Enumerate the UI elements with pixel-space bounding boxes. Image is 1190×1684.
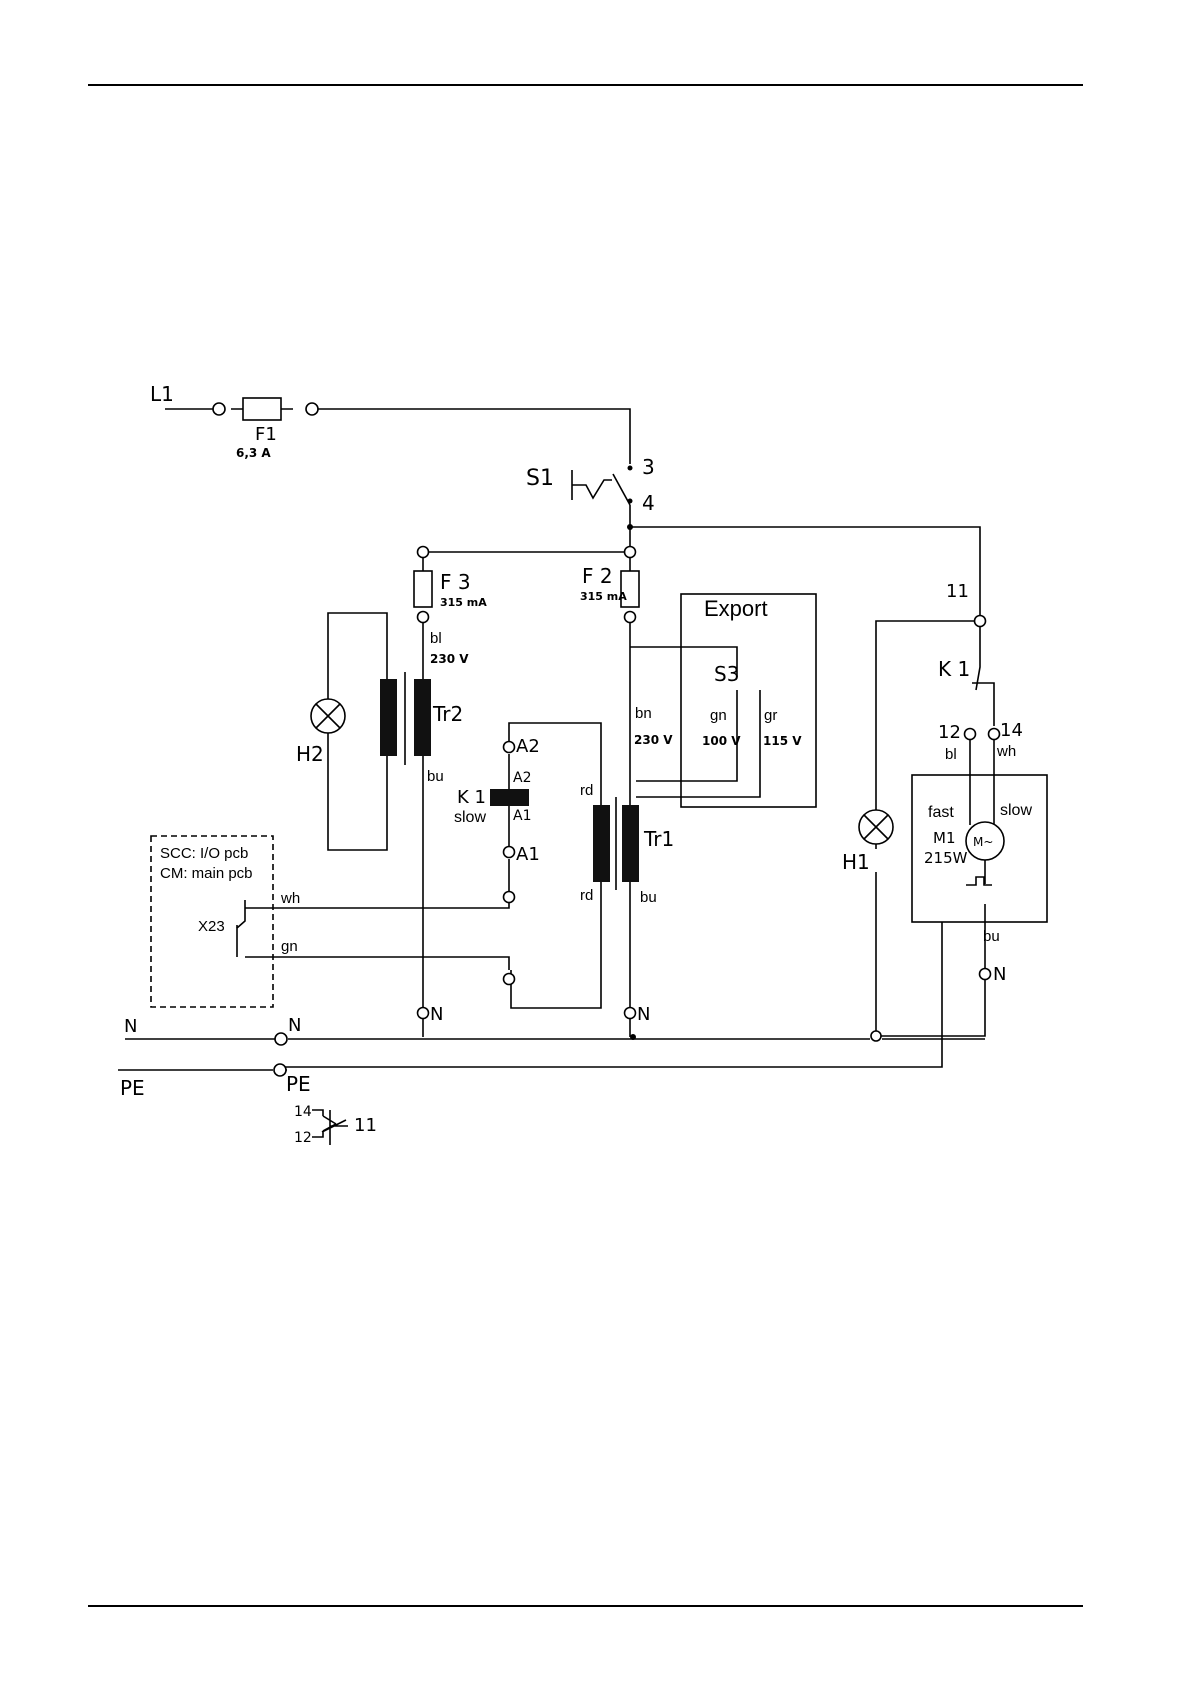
switch-icon (572, 466, 633, 506)
terminal (625, 1008, 636, 1019)
label-s3-100v: 100 V (702, 734, 741, 748)
label-k1-a2-term: A2 (516, 736, 540, 757)
terminal (625, 547, 636, 558)
label-f1-rating: 6,3 A (236, 446, 271, 460)
label-l1: L1 (150, 382, 174, 406)
label-tr2: Tr2 (432, 702, 463, 726)
label-f2: F 2 (582, 564, 613, 588)
label-m1-n: N (993, 964, 1006, 985)
label-k1-a1-coil: A1 (513, 808, 531, 824)
terminal (965, 729, 976, 740)
lamp-icon (311, 699, 345, 733)
terminal (275, 1033, 287, 1045)
terminal (504, 847, 515, 858)
terminal (418, 547, 429, 558)
transformer-icon (380, 672, 431, 765)
label-m1-bu: bu (983, 928, 1000, 945)
label-k1-bl: bl (945, 746, 957, 763)
label-tr1-n: N (637, 1004, 650, 1025)
export-box (681, 594, 816, 807)
contact-legend-icon (312, 1110, 348, 1145)
label-tr1-230v: 230 V (634, 733, 673, 747)
relay-coil-icon (490, 789, 529, 806)
junction-dot (627, 524, 633, 530)
label-k1-11: 11 (946, 581, 969, 602)
label-pe-term: PE (286, 1072, 311, 1096)
label-tr2-bl: bl (430, 630, 442, 647)
label-legend-11: 11 (354, 1115, 377, 1136)
label-pcb-line2: CM: main pcb (160, 865, 253, 882)
label-tr2-n: N (430, 1004, 443, 1025)
label-tr2-230v: 230 V (430, 652, 469, 666)
label-tr1-rd-top: rd (580, 782, 593, 799)
label-s3-gn: gn (710, 707, 727, 724)
terminal (306, 403, 318, 415)
terminal (213, 403, 225, 415)
label-h2: H2 (296, 742, 324, 766)
terminal (274, 1064, 286, 1076)
label-s3-gr: gr (764, 707, 777, 724)
label-f3-rating: 315 mA (440, 596, 487, 609)
label-f1: F1 (255, 424, 277, 445)
label-s3-115v: 115 V (763, 734, 802, 748)
label-x23-wh: wh (280, 890, 300, 907)
label-tr1: Tr1 (643, 827, 674, 851)
label-x23-gn: gn (281, 938, 298, 955)
fuse-icon (243, 398, 281, 420)
label-k1-slow: slow (454, 809, 486, 826)
transformer-icon (593, 797, 639, 890)
label-s1-pos3: 3 (642, 455, 655, 479)
fuse-icon (414, 571, 432, 607)
terminal (504, 892, 515, 903)
label-h1: H1 (842, 850, 870, 874)
label-k1-12: 12 (938, 722, 961, 743)
label-x23: X23 (198, 918, 225, 935)
label-n-rail: N (124, 1016, 137, 1037)
label-pcb-line1: SCC: I/O pcb (160, 845, 248, 862)
label-m1-fast: fast (928, 804, 954, 821)
label-tr2-bu: bu (427, 768, 444, 785)
label-m1-power: 215W (924, 849, 968, 867)
terminal (504, 974, 515, 985)
label-k1-a1-term: A1 (516, 844, 540, 865)
junction-dot (630, 1034, 636, 1040)
terminals (213, 403, 1000, 1076)
label-legend-14: 14 (294, 1104, 312, 1120)
label-legend-12: 12 (294, 1130, 312, 1146)
label-n-term: N (288, 1015, 301, 1036)
terminal (625, 612, 636, 623)
label-f3: F 3 (440, 570, 471, 594)
terminal (504, 742, 515, 753)
label-s1: S1 (526, 466, 554, 491)
terminal (989, 729, 1000, 740)
label-m1-symbol: M~ (973, 835, 993, 849)
terminal (980, 969, 991, 980)
terminal (871, 1031, 881, 1041)
label-m1: M1 (933, 829, 956, 847)
label-export: Export (704, 596, 768, 621)
terminal (418, 612, 429, 623)
label-s3: S3 (714, 662, 739, 686)
label-f2-rating: 315 mA (580, 590, 627, 603)
label-k1-wh: wh (996, 743, 1016, 760)
label-k1-14: 14 (1000, 720, 1023, 741)
terminal (418, 1008, 429, 1019)
wires (118, 409, 994, 1070)
label-m1-slow: slow (1000, 802, 1032, 819)
label-k1-contact: K 1 (938, 657, 970, 681)
label-tr1-bn: bn (635, 705, 652, 722)
label-k1-coil: K 1 (457, 787, 486, 808)
label-tr1-rd-bottom: rd (580, 887, 593, 904)
label-s1-pos4: 4 (642, 491, 655, 515)
label-k1-a2-coil: A2 (513, 770, 531, 786)
label-pe-rail: PE (120, 1076, 145, 1100)
label-tr1-bu: bu (640, 889, 657, 906)
lamp-icon (859, 810, 893, 844)
terminal (975, 616, 986, 627)
